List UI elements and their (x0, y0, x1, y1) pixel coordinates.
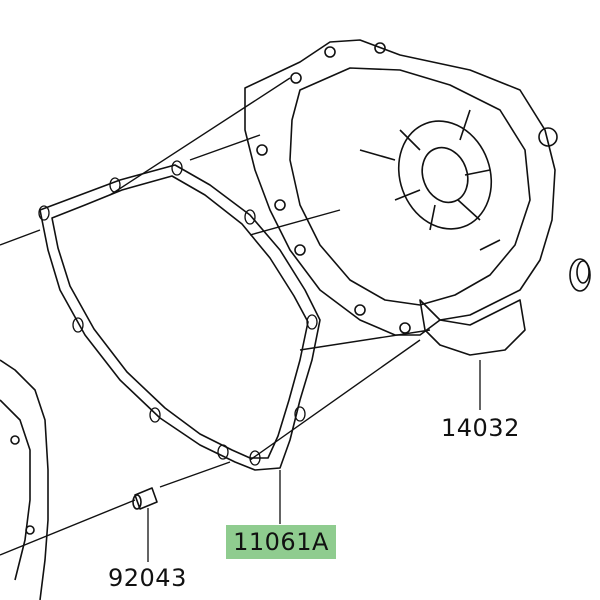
crankcase-part (0, 359, 49, 600)
leader-lines (147, 360, 481, 562)
cover-part (244, 39, 591, 356)
gasket-part (38, 160, 321, 471)
dowel-pin-part (132, 487, 158, 510)
part-label-11061a-highlighted[interactable]: 11061A (226, 525, 336, 559)
part-label-14032[interactable]: 14032 (441, 414, 520, 442)
alignment-lines (0, 77, 431, 556)
part-label-92043[interactable]: 92043 (108, 564, 187, 592)
